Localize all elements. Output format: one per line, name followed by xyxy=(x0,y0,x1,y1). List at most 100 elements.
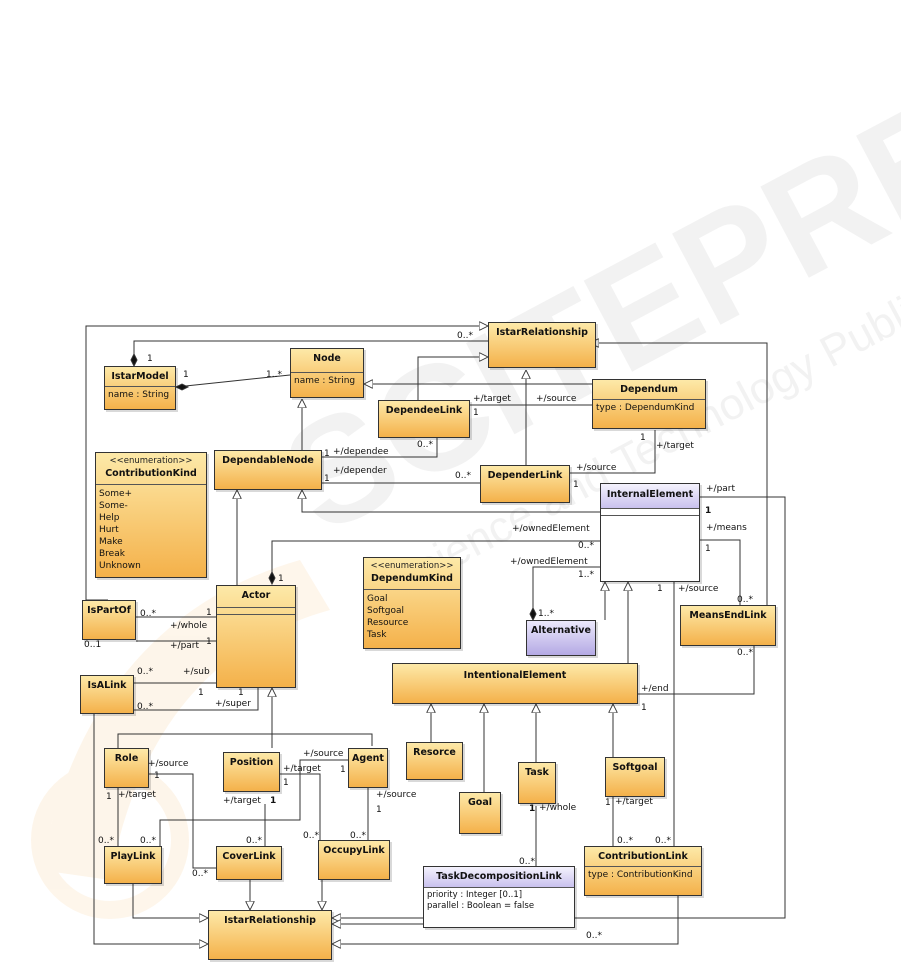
internal-element-class[interactable]: InternalElement xyxy=(600,483,700,582)
multiplicity: 1 xyxy=(705,506,712,516)
multiplicity: 1 xyxy=(106,792,112,802)
role-class[interactable]: Role xyxy=(104,748,149,788)
enum-literal: Some- xyxy=(99,501,128,511)
role-label: +/whole xyxy=(170,621,208,631)
multiplicity: 1 xyxy=(657,584,663,594)
role-label: +/dependee xyxy=(333,447,389,457)
multiplicity: 0..* xyxy=(519,857,535,867)
class-name: Dependum xyxy=(620,384,678,395)
enum-literal: Resource xyxy=(367,618,409,628)
is-a-link-class[interactable]: IsALink xyxy=(80,675,134,714)
conn-cl-rel xyxy=(332,896,679,944)
conn-play-rel xyxy=(132,884,208,918)
agent-class[interactable]: Agent xyxy=(348,748,388,788)
multiplicity: 1 xyxy=(324,474,330,484)
class-attribute: type : DependumKind xyxy=(596,403,695,413)
role-label: +/part xyxy=(170,641,200,651)
multiplicity: 1 xyxy=(640,433,646,443)
depender-link-class[interactable]: DependerLink xyxy=(480,465,570,503)
resource-class[interactable]: Resorce xyxy=(406,742,463,780)
multiplicity: 0..* xyxy=(457,331,473,341)
role-label: +/target xyxy=(473,394,511,404)
dependable-node-class[interactable]: DependableNode xyxy=(214,450,322,490)
class-attribute: name : String xyxy=(108,390,170,400)
class-name: CoverLink xyxy=(222,851,276,862)
multiplicity: 0..* xyxy=(137,667,153,677)
class-attribute: name : String xyxy=(294,376,356,386)
class-name: Role xyxy=(114,753,139,764)
class-name: IstarRelationship xyxy=(224,915,316,926)
contribution-kind-enum[interactable]: <<enumeration>> ContributionKind Some+ S… xyxy=(95,452,207,578)
dependum-class[interactable]: Dependum type : DependumKind xyxy=(592,379,706,429)
class-attribute: type : ContributionKind xyxy=(588,870,693,880)
multiplicity: 1 xyxy=(340,765,346,775)
multiplicity: 0..* xyxy=(586,931,602,941)
class-name: DependeeLink xyxy=(385,405,463,416)
multiplicity: 1 xyxy=(206,608,212,618)
class-name: Agent xyxy=(352,753,384,764)
conn-agent-play xyxy=(159,759,348,846)
is-part-of-class[interactable]: IsPartOf xyxy=(82,600,136,640)
role-label: +/ownedElement xyxy=(510,557,588,567)
position-class[interactable]: Position xyxy=(223,752,280,792)
dependee-link-class[interactable]: DependeeLink xyxy=(378,400,470,438)
multiplicity: 0..* xyxy=(140,836,156,846)
conn-alt-ie xyxy=(532,566,600,620)
task-decomposition-link-class[interactable]: TaskDecompositionLink priority : Integer… xyxy=(423,866,575,928)
class-name: IsALink xyxy=(87,680,127,691)
multiplicity: 1 xyxy=(473,408,479,418)
role-label: +/target xyxy=(118,790,156,800)
play-link-class[interactable]: PlayLink xyxy=(104,846,162,884)
softgoal-class[interactable]: Softgoal xyxy=(605,757,665,797)
multiplicity: 1 xyxy=(183,370,189,380)
role-label: +/depender xyxy=(333,466,387,476)
multiplicity: 0..* xyxy=(350,831,366,841)
multiplicity: 1 xyxy=(154,771,160,781)
cover-link-class[interactable]: CoverLink xyxy=(216,846,282,880)
conn-model-node xyxy=(175,374,291,388)
conn-dependum-der xyxy=(570,430,656,474)
class-attribute: priority : Integer [0..1] xyxy=(427,890,523,900)
conn-mel-rel xyxy=(590,343,768,605)
enum-literal: Hurt xyxy=(99,525,119,535)
role-label: +/whole xyxy=(539,803,577,813)
alternative-class[interactable]: Alternative xyxy=(526,620,596,656)
actor-class[interactable]: Actor xyxy=(216,585,296,688)
contribution-link-class[interactable]: ContributionLink type : ContributionKind xyxy=(584,846,702,896)
enum-literal: Break xyxy=(99,549,125,559)
goal-class[interactable]: Goal xyxy=(459,792,501,834)
enum-stereotype: <<enumeration>> xyxy=(109,456,193,466)
means-end-link-class[interactable]: MeansEndLink xyxy=(680,605,776,646)
class-name: ContributionLink xyxy=(598,851,688,862)
role-label: +/super xyxy=(215,699,251,709)
role-label: +/sub xyxy=(183,667,210,677)
multiplicity: 0..* xyxy=(737,648,753,658)
multiplicity: 1 xyxy=(238,688,244,698)
class-name: ContributionKind xyxy=(105,468,197,479)
class-name: IstarRelationship xyxy=(496,327,588,338)
multiplicity: 0..* xyxy=(140,609,156,619)
multiplicity: 0..* xyxy=(578,541,594,551)
enum-literal: Make xyxy=(99,537,123,547)
istar-relationship-class-bottom[interactable]: IstarRelationship xyxy=(208,910,332,960)
istar-relationship-class-top[interactable]: IstarRelationship xyxy=(488,322,596,368)
node-class[interactable]: Node name : String xyxy=(290,348,364,398)
task-class[interactable]: Task xyxy=(518,762,556,804)
dependum-kind-enum[interactable]: <<enumeration>> DependumKind Goal Softgo… xyxy=(363,557,461,649)
class-name: Position xyxy=(229,757,274,768)
class-name: IntentionalElement xyxy=(463,670,567,681)
occupy-link-class[interactable]: OccupyLink xyxy=(318,840,390,880)
istar-model-class[interactable]: IstarModel name : String xyxy=(104,366,176,410)
role-label: +/source xyxy=(576,463,617,473)
multiplicity: 0..* xyxy=(246,836,262,846)
multiplicity: 1 xyxy=(270,796,277,806)
intentional-element-class[interactable]: IntentionalElement xyxy=(392,663,638,704)
multiplicity: 1 xyxy=(283,778,289,788)
enum-stereotype: <<enumeration>> xyxy=(370,561,454,571)
role-label: +/source xyxy=(376,790,417,800)
conn-isa-rel xyxy=(93,714,208,944)
role-label: +/source xyxy=(678,584,719,594)
class-name: Softgoal xyxy=(612,762,658,773)
role-label: +/target xyxy=(615,797,653,807)
